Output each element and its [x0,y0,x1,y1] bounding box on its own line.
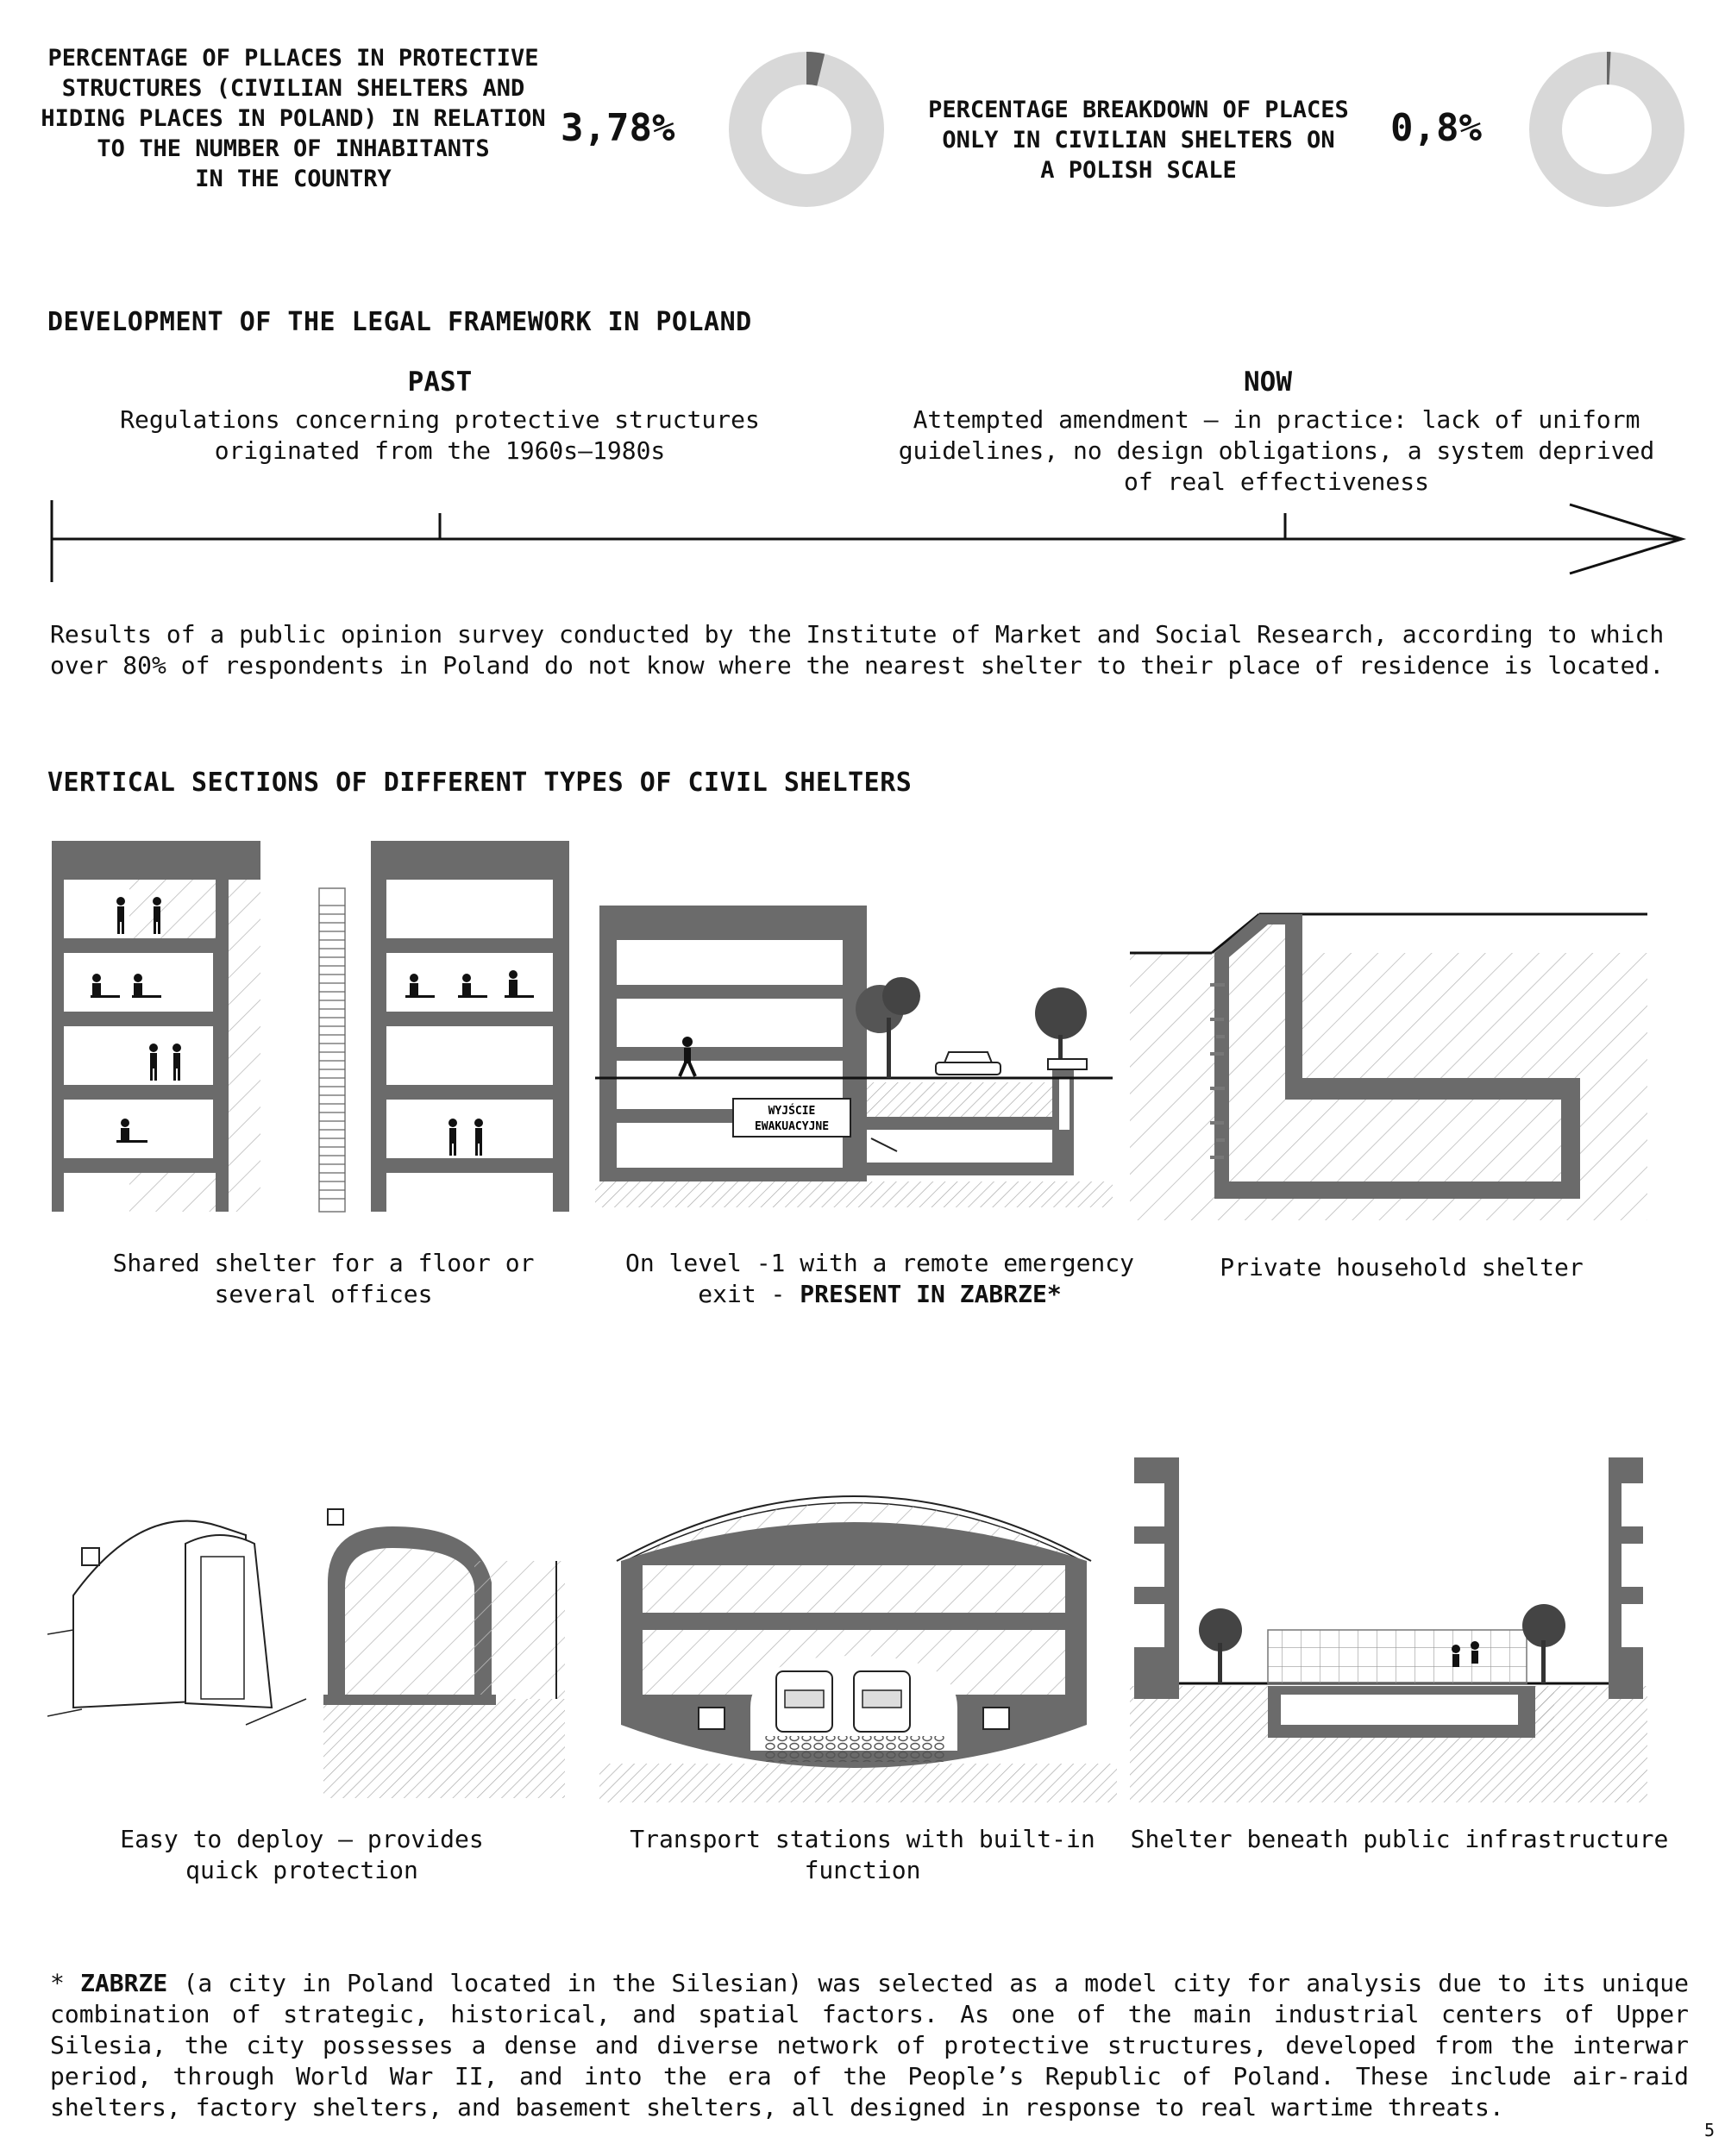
page-number: 5 [1704,2120,1716,2140]
transport-station-shelter-section [599,1495,1117,1802]
survey-paragraph: Results of a public opinion survey condu… [50,620,1665,680]
caption-level-text: On level -1 with a remote emergency exit… [624,1249,1134,1308]
sections-title: VERTICAL SECTIONS OF DIFFERENT TYPES OF … [47,768,913,798]
stat2-label: PERCENTAGE BREAKDOWN OF PLACES ONLY IN C… [928,97,1349,184]
stat2-donut-chart [1529,52,1684,207]
caption-level-minus-one: On level -1 with a remote emergency exit… [621,1248,1138,1310]
zabrze-footnote: * ZABRZE (a city in Poland located in th… [50,1968,1689,2123]
stat1-donut-chart [729,52,884,207]
exit-sign-line2: EWAKUACYJNE [755,1120,829,1133]
past-title: PAST [407,367,473,398]
past-text: Regulations concerning protective struct… [120,405,760,465]
caption-zabrze-highlight: PRESENT IN ZABRZE* [800,1280,1062,1308]
caption-office-shelter: Shared shelter for a floor or several of… [112,1249,535,1308]
exit-sign-line1: WYJŚCIE [768,1104,816,1118]
deployable-shelter-section [47,1508,565,1798]
now-text: Attempted amendment – in practice: lack … [898,405,1655,496]
level-minus-one-shelter-section: WYJŚCIE EWAKUACYJNE [595,906,1113,1207]
caption-transport-stations: Transport stations with built-in functio… [630,1825,1095,1884]
stat1-label: PERCENTAGE OF PLLACES IN PROTECTIVE STRU… [41,45,546,192]
stat1-donut-segment [806,52,825,86]
infrastructure-shelter-section [1130,1457,1647,1802]
caption-deployable-shelter: Easy to deploy – provides quick protecti… [120,1825,484,1884]
stat2-value: 0,8% [1390,106,1482,150]
footnote-city: ZABRZE [80,1969,168,1997]
timeline-arrow [50,500,1687,582]
stat1-value: 3,78% [561,106,675,150]
private-household-shelter-section [1130,912,1647,1220]
caption-public-infrastructure: Shelter beneath public infrastructure [1130,1825,1669,1853]
legal-framework-title: DEVELOPMENT OF THE LEGAL FRAMEWORK IN PO… [47,307,752,337]
caption-private-shelter: Private household shelter [1220,1253,1584,1282]
now-title: NOW [1244,367,1292,398]
stat2-donut-track [1529,52,1684,207]
office-shelter-section [52,841,569,1213]
stat1-donut-track [729,52,884,207]
footnote-star: * [50,1969,81,1997]
footnote-text: (a city in Poland located in the Silesia… [50,1969,1689,2122]
